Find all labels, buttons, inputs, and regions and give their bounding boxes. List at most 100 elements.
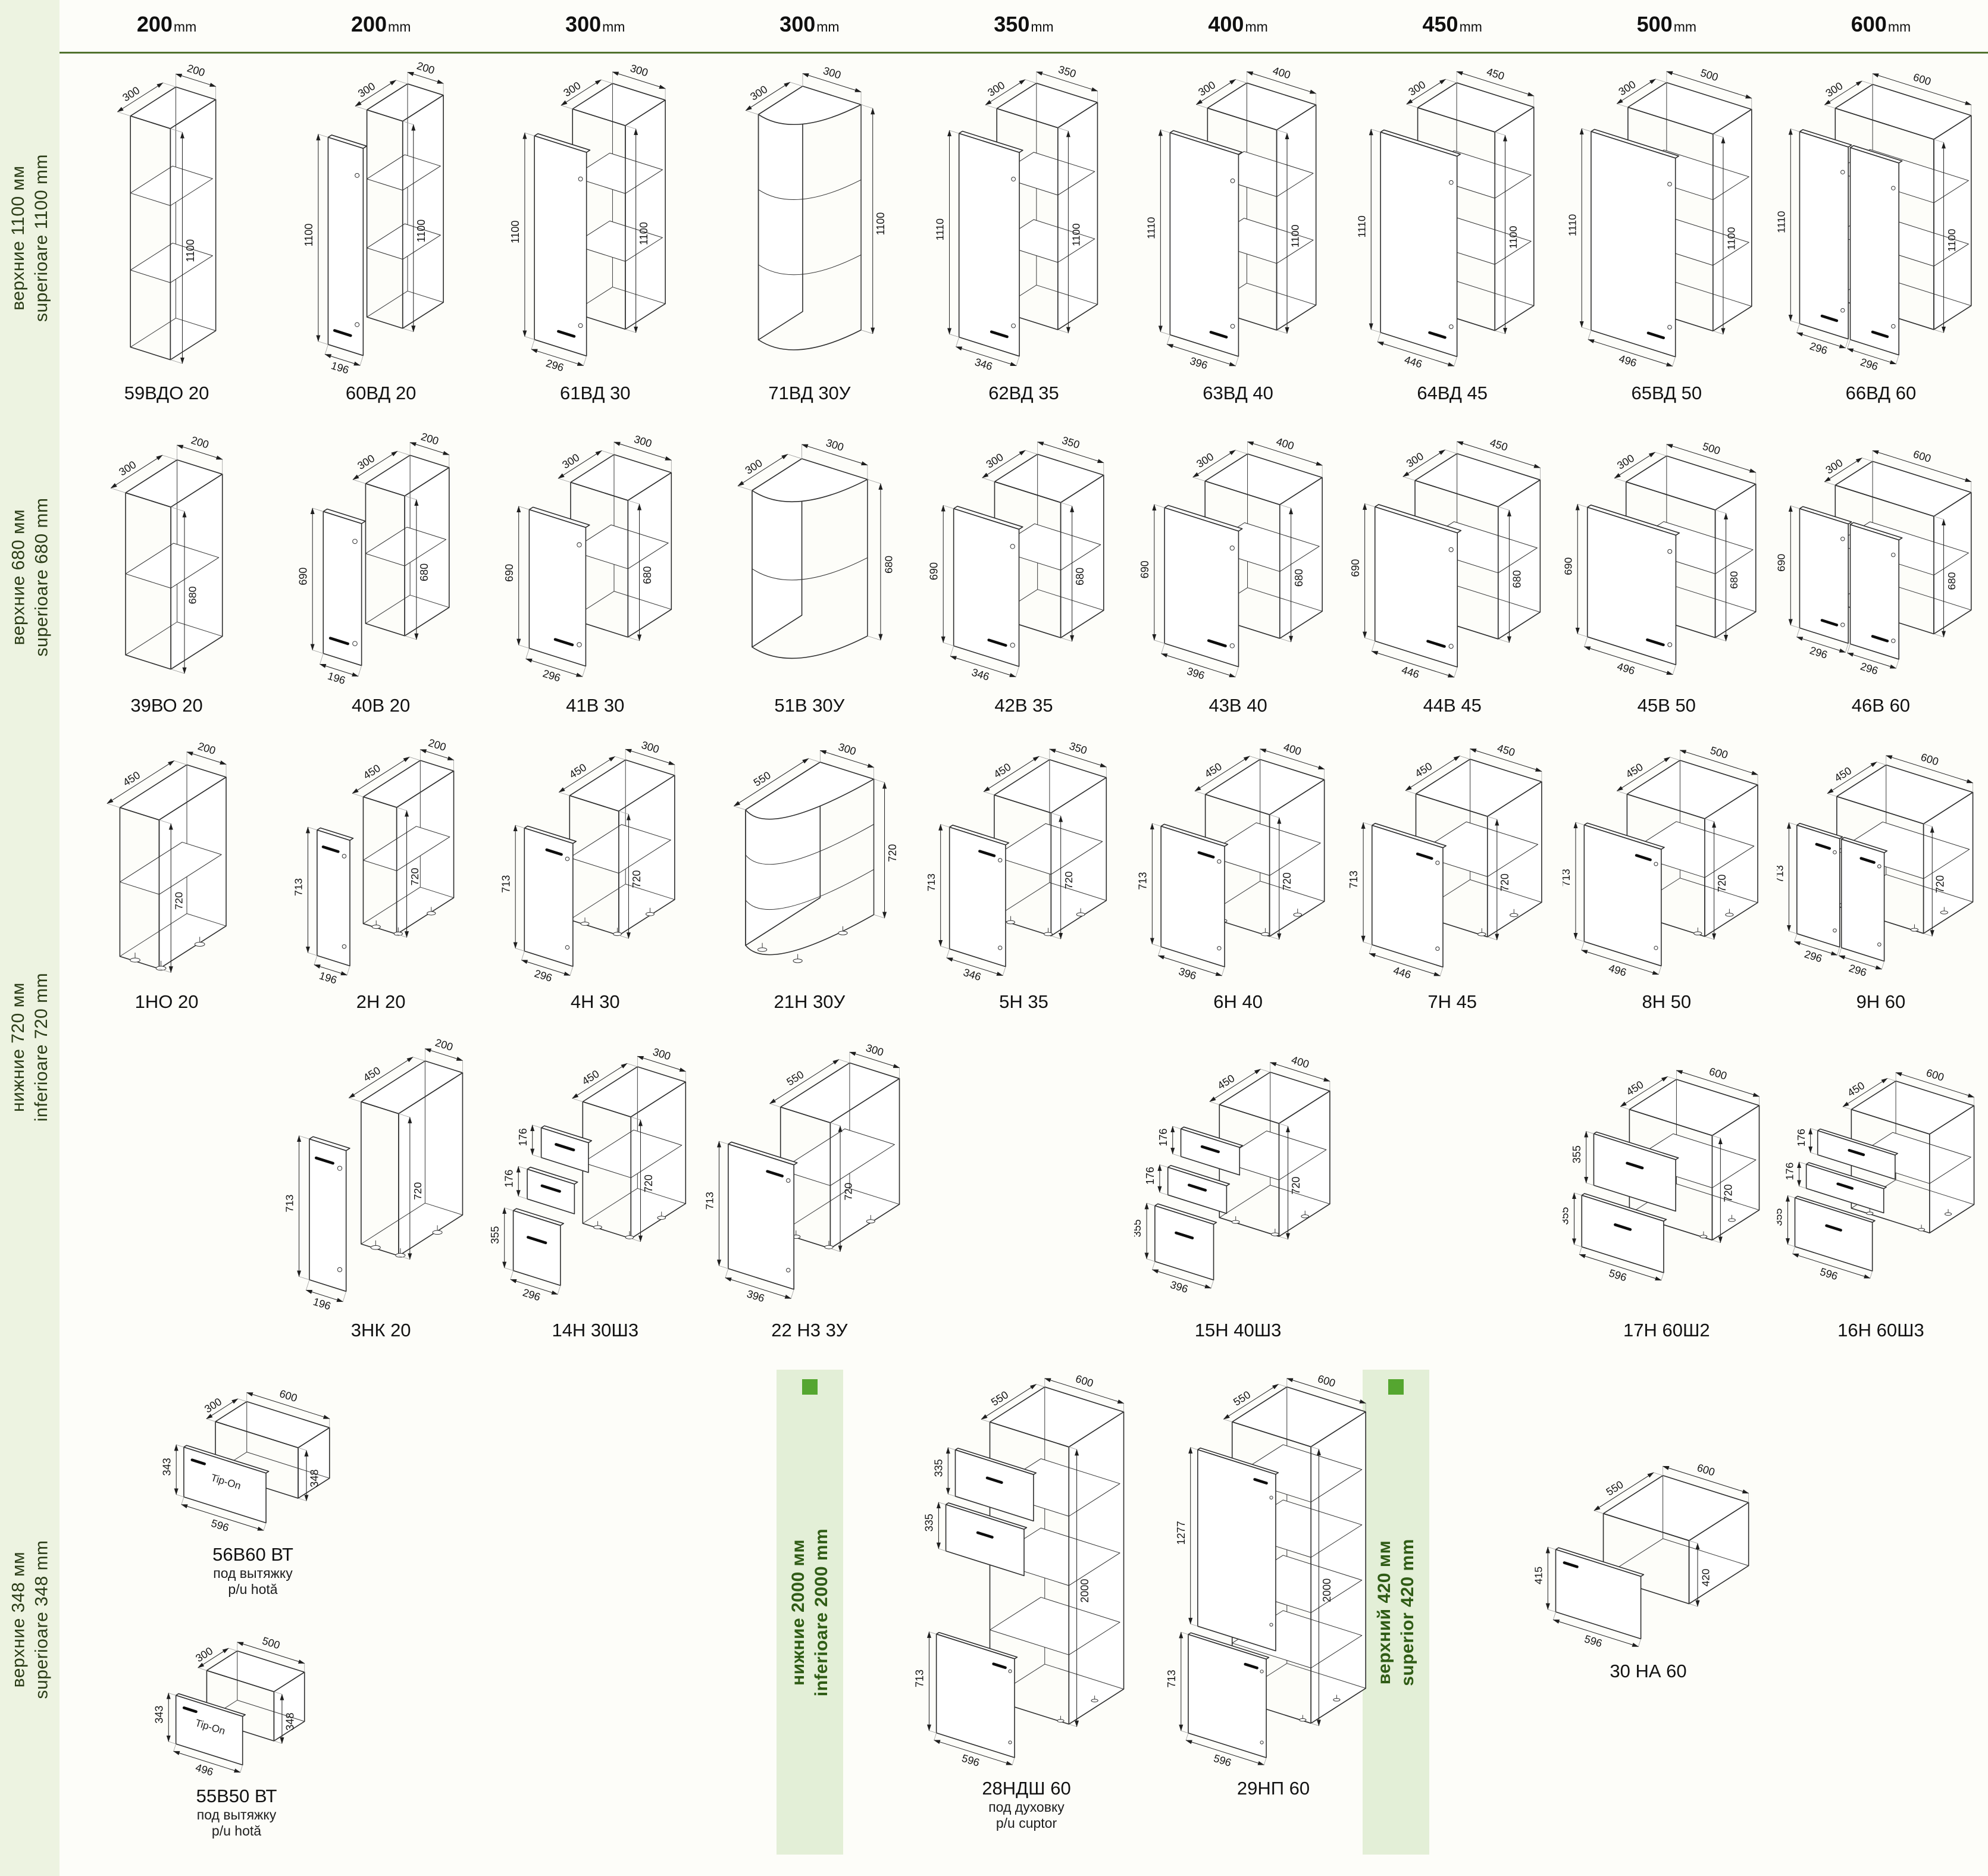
svg-text:496: 496 xyxy=(194,1761,215,1778)
svg-text:300: 300 xyxy=(986,79,1007,99)
svg-text:355: 355 xyxy=(1563,1207,1571,1225)
svg-text:300: 300 xyxy=(120,84,142,104)
svg-text:690: 690 xyxy=(928,562,940,580)
caption-line: под духовку xyxy=(988,1799,1065,1815)
model-code: 65ВД 50 xyxy=(1631,383,1702,403)
svg-text:500: 500 xyxy=(1699,67,1720,83)
svg-text:720: 720 xyxy=(1499,873,1511,891)
svg-text:600: 600 xyxy=(1912,71,1933,87)
svg-text:680: 680 xyxy=(1074,568,1086,585)
svg-text:415: 415 xyxy=(1532,1567,1544,1584)
cabinet-cell-17Н 60Ш2: 45060072035535559617Н 60Ш2 xyxy=(1563,1029,1771,1341)
cabinet-cell-60ВД 20: 3002001100110019660ВД 20 xyxy=(277,54,485,404)
cabinet-cell-28НДШ 60: 550600200033533571359628НДШ 60под духовк… xyxy=(887,1364,1166,1831)
model-code: 8Н 50 xyxy=(1642,991,1692,1012)
cabinet-cell-6Н 40: 4504007207133966Н 40 xyxy=(1134,732,1342,1013)
svg-text:300: 300 xyxy=(355,452,377,472)
svg-text:400: 400 xyxy=(1271,64,1292,81)
svg-text:713: 713 xyxy=(705,1192,716,1210)
row-label-upper-1100: верхние 1100 мм superioare 1100 mm xyxy=(0,54,60,422)
cabinet-cell-40В 20: 30020068069019640В 20 xyxy=(277,422,485,716)
svg-text:343: 343 xyxy=(153,1706,165,1724)
svg-text:335: 335 xyxy=(932,1459,944,1477)
caption-line: под вытяжку xyxy=(213,1565,293,1581)
row-label-text: нижние 720 мм inferioare 720 mm xyxy=(7,973,53,1122)
svg-text:450: 450 xyxy=(567,761,588,781)
model-code: 4Н 30 xyxy=(570,991,620,1012)
svg-text:346: 346 xyxy=(962,966,983,983)
model-code: 46В 60 xyxy=(1851,695,1911,716)
column-size-label: 350 xyxy=(994,12,1030,36)
svg-text:600: 600 xyxy=(1912,448,1933,465)
svg-text:300: 300 xyxy=(743,457,765,477)
cabinet-cell-62ВД 35: 3003501100111034662ВД 35 xyxy=(919,54,1128,404)
green-square-marker xyxy=(802,1379,818,1395)
cabinet-cell-66ВД 60: 3006001100111029629666ВД 60 xyxy=(1777,54,1985,404)
corner-spacer xyxy=(0,0,60,54)
svg-text:200: 200 xyxy=(434,1036,455,1053)
cabinet-cell-44В 45: 30045068069044644В 45 xyxy=(1348,422,1557,716)
svg-text:446: 446 xyxy=(1392,964,1413,981)
green-square-marker xyxy=(1388,1379,1404,1395)
model-code: 71ВД 30У xyxy=(768,383,851,403)
svg-text:348: 348 xyxy=(308,1470,320,1487)
svg-text:596: 596 xyxy=(960,1752,981,1769)
svg-text:450: 450 xyxy=(992,761,1013,781)
model-code: 51В 30У xyxy=(774,695,845,716)
svg-text:343: 343 xyxy=(161,1458,173,1476)
model-code: 56В60 ВТ xyxy=(212,1544,293,1565)
model-code: 7Н 45 xyxy=(1427,991,1477,1012)
svg-text:1110: 1110 xyxy=(1145,217,1157,239)
svg-text:355: 355 xyxy=(1134,1219,1143,1237)
svg-text:196: 196 xyxy=(330,359,350,376)
svg-text:196: 196 xyxy=(312,1295,333,1312)
svg-text:446: 446 xyxy=(1403,353,1424,370)
model-code: 45В 50 xyxy=(1637,695,1696,716)
svg-text:550: 550 xyxy=(1231,1389,1253,1408)
svg-text:396: 396 xyxy=(1177,965,1198,982)
svg-text:300: 300 xyxy=(1404,450,1426,469)
svg-text:176: 176 xyxy=(1144,1167,1156,1185)
svg-text:690: 690 xyxy=(503,564,515,582)
column-unit-label: mm xyxy=(816,19,840,35)
svg-text:680: 680 xyxy=(1728,571,1740,589)
svg-text:1100: 1100 xyxy=(1946,229,1958,252)
row-label-ro: inferioare 720 mm xyxy=(32,972,51,1122)
cabinet-cell-15Н 40Ш3: 45040072017617635539615Н 40Ш3 xyxy=(1134,1029,1342,1341)
model-code: 17Н 60Ш2 xyxy=(1623,1320,1710,1341)
cabinet-cell-43В 40: 30040068069039643В 40 xyxy=(1134,422,1342,716)
svg-text:396: 396 xyxy=(1185,665,1206,682)
model-code: 3НК 20 xyxy=(350,1320,411,1341)
model-code: 21Н 30У xyxy=(774,991,846,1012)
svg-text:690: 690 xyxy=(1777,554,1787,572)
svg-text:720: 720 xyxy=(412,1182,424,1200)
svg-text:300: 300 xyxy=(1194,450,1216,470)
svg-text:300: 300 xyxy=(117,459,138,478)
model-code: 55В50 ВТ xyxy=(196,1786,277,1806)
svg-text:1100: 1100 xyxy=(184,239,196,262)
cabinet-cell-5Н 35: 4503507207133465Н 35 xyxy=(919,732,1128,1013)
cabinet-cell-7Н 45: 4504507207134467Н 45 xyxy=(1348,732,1557,1013)
model-code: 22 Н3 3У xyxy=(771,1320,848,1341)
cabinet-cell-45В 50: 30050068069049645В 50 xyxy=(1563,422,1771,716)
svg-text:600: 600 xyxy=(1708,1065,1729,1082)
svg-text:200: 200 xyxy=(419,430,440,447)
svg-text:300: 300 xyxy=(652,1045,672,1062)
model-code: 6Н 40 xyxy=(1213,991,1263,1012)
